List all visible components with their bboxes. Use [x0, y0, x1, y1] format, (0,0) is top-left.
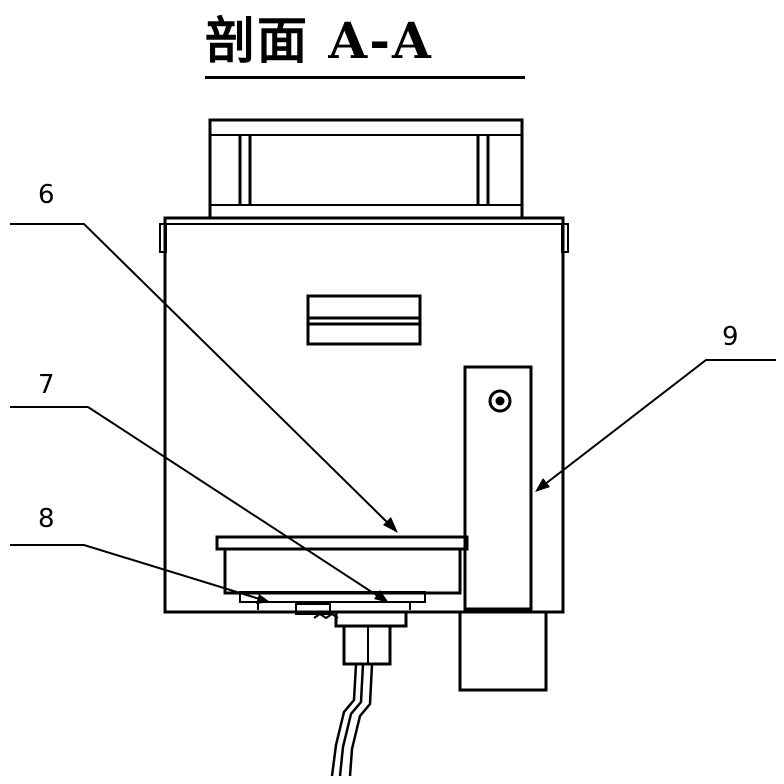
leader-line-9	[539, 359, 776, 489]
arrowhead-7	[374, 590, 389, 603]
wire-1	[330, 663, 358, 777]
wire-2	[338, 663, 365, 777]
bottom-flange	[239, 591, 426, 615]
leader-line-8	[10, 544, 264, 601]
cable-wires	[330, 663, 374, 777]
window-slot	[306, 294, 422, 346]
plate-top	[215, 535, 469, 551]
section-title: 剖面 A-A	[205, 11, 433, 70]
wire-3	[348, 663, 374, 777]
callout-label-8: 8	[38, 504, 55, 534]
bracket-bolt-hole	[488, 389, 512, 413]
main-body	[159, 216, 569, 614]
callout-label-6: 6	[38, 180, 55, 210]
plate	[215, 535, 469, 595]
vertical-bracket	[463, 365, 533, 611]
plate-body	[223, 547, 462, 595]
leader-arrowheads	[256, 478, 550, 604]
main-body-left-tab	[159, 223, 167, 253]
leader-line-7	[10, 406, 385, 601]
vertical-bracket-outline	[463, 365, 533, 611]
window-slot-outline	[306, 294, 422, 346]
arrowhead-8	[256, 594, 270, 604]
bottom-connector	[313, 610, 408, 666]
connector-crimp	[313, 612, 339, 620]
arrowhead-9	[535, 478, 550, 492]
top-housing	[208, 118, 524, 220]
main-body-right-tab	[561, 223, 569, 253]
flange-plate	[239, 591, 426, 603]
flange-clip	[295, 603, 331, 615]
callout-label-9: 9	[722, 322, 739, 352]
section-title-underline	[205, 76, 525, 79]
leader-lines	[10, 223, 776, 601]
arrowhead-6	[383, 517, 398, 533]
callout-label-7: 7	[38, 370, 55, 400]
bracket-bolt-center	[495, 396, 505, 406]
bracket-foot	[458, 610, 548, 692]
leader-line-6	[10, 223, 394, 529]
connector-flange	[334, 610, 408, 628]
